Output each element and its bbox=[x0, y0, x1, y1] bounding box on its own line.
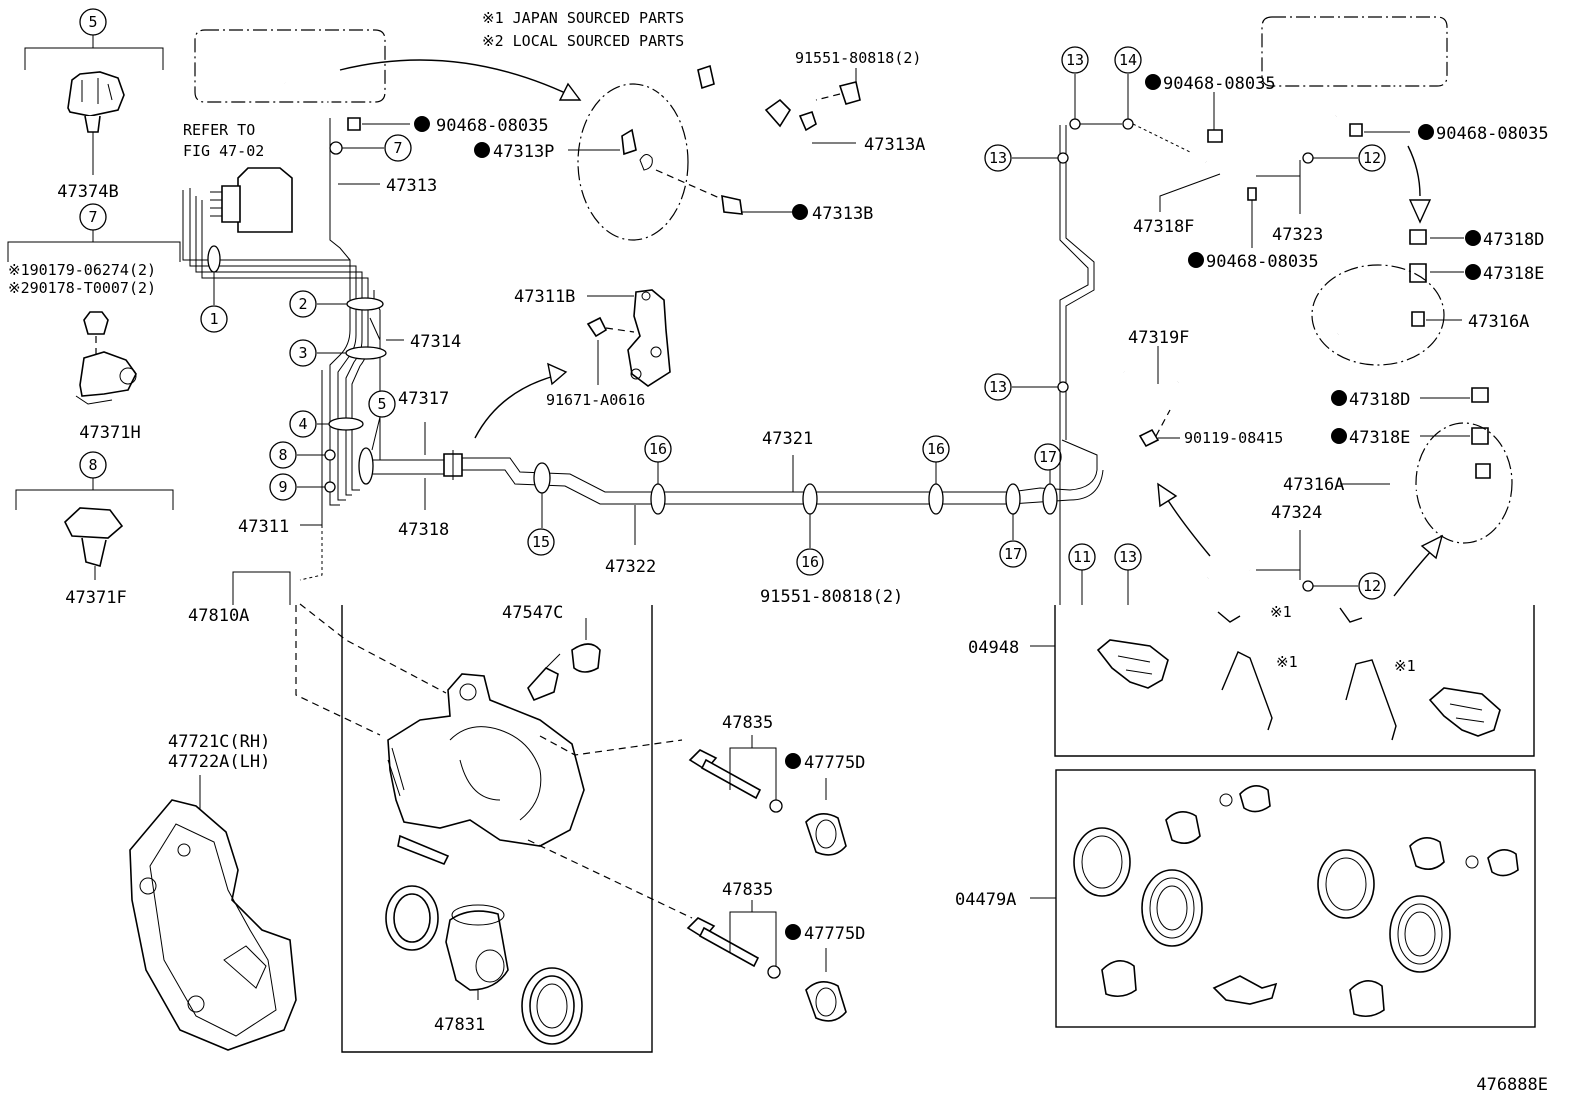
label-90468-a: 90468-08035 bbox=[436, 116, 549, 136]
svg-text:17: 17 bbox=[1039, 448, 1057, 466]
label-47318D-a: 47318D bbox=[1483, 230, 1544, 250]
abs-actuator bbox=[182, 167, 293, 252]
svg-text:12: 12 bbox=[1363, 577, 1381, 595]
slide-pin-lower bbox=[686, 917, 847, 1022]
svg-text:11: 11 bbox=[1073, 548, 1091, 566]
svg-text:5: 5 bbox=[377, 395, 386, 413]
svg-text:2: 2 bbox=[298, 295, 307, 313]
label-47318E-b: 47318E bbox=[1349, 428, 1410, 448]
pad-clip-right bbox=[1428, 687, 1501, 737]
svg-text:13: 13 bbox=[1119, 548, 1137, 566]
svg-text:16: 16 bbox=[801, 553, 819, 571]
label-47547C: 47547C bbox=[502, 603, 563, 623]
label-47721C: 47721C(RH) bbox=[168, 732, 270, 752]
hose-47318F bbox=[1205, 160, 1254, 178]
label-91551-bot: 91551-80818(2) bbox=[760, 587, 903, 607]
bracket-47311B bbox=[586, 289, 671, 387]
piston-seal-ring bbox=[385, 885, 439, 951]
svg-text:13: 13 bbox=[989, 149, 1007, 167]
mark-1-a: ※1 bbox=[1270, 603, 1292, 621]
label-290178: ※290178-T0007(2) bbox=[8, 279, 156, 297]
label-47316A-b: 47316A bbox=[1283, 475, 1344, 495]
refer-line-2: FIG 47-02 bbox=[183, 142, 264, 160]
label-47318E-a: 47318E bbox=[1483, 264, 1544, 284]
label-190179: ※190179-06274(2) bbox=[8, 261, 156, 279]
label-47313P: 47313P bbox=[493, 142, 554, 162]
svg-text:7: 7 bbox=[88, 208, 97, 226]
svg-text:7: 7 bbox=[393, 139, 402, 157]
diagram-id: 476888E bbox=[1476, 1075, 1548, 1095]
label-47316A-a: 47316A bbox=[1468, 312, 1529, 332]
label-47371H: 47371H bbox=[79, 423, 140, 443]
label-47314: 47314 bbox=[410, 332, 461, 352]
label-47831: 47831 bbox=[434, 1015, 485, 1035]
label-04479A: 04479A bbox=[955, 890, 1016, 910]
label-47722A: 47722A(LH) bbox=[168, 752, 270, 772]
svg-text:17: 17 bbox=[1004, 545, 1022, 563]
label-47313B: 47313B bbox=[812, 204, 873, 224]
clip-group-11: 5 47374B bbox=[24, 8, 164, 202]
pad-clip-left bbox=[1096, 639, 1169, 689]
label-47318F: 47318F bbox=[1133, 217, 1194, 237]
seal-kit-parts bbox=[1073, 785, 1519, 1018]
svg-text:3: 3 bbox=[298, 344, 307, 362]
svg-text:14: 14 bbox=[1119, 51, 1137, 69]
note-local-sourced: ※2 LOCAL SOURCED PARTS bbox=[482, 32, 684, 50]
label-90468-c: 90468-08035 bbox=[1206, 252, 1319, 272]
label-47322: 47322 bbox=[605, 557, 656, 577]
svg-text:9: 9 bbox=[278, 478, 287, 496]
label-91671: 91671-A0616 bbox=[546, 391, 645, 409]
label-47317: 47317 bbox=[398, 389, 449, 409]
svg-text:8: 8 bbox=[278, 446, 287, 464]
label-47324: 47324 bbox=[1271, 503, 1322, 523]
label-47775D-b: 47775D bbox=[804, 924, 865, 944]
clip-group-12: 7 ※190179-06274(2) ※290178-T0007(2) 4737… bbox=[7, 203, 181, 443]
hose-47313A bbox=[621, 64, 861, 215]
clip-group-13: 8 47371F bbox=[15, 451, 174, 608]
label-47311B: 47311B bbox=[514, 287, 575, 307]
svg-text:4: 4 bbox=[298, 415, 307, 433]
piston-47831 bbox=[445, 904, 509, 991]
label-47318: 47318 bbox=[398, 520, 449, 540]
svg-text:15: 15 bbox=[532, 533, 550, 551]
label-47323: 47323 bbox=[1272, 225, 1323, 245]
svg-text:5: 5 bbox=[88, 13, 97, 31]
label-47835-a: 47835 bbox=[722, 713, 773, 733]
label-47311: 47311 bbox=[238, 517, 289, 537]
bleeder-47547C bbox=[527, 618, 601, 702]
svg-text:16: 16 bbox=[927, 440, 945, 458]
note-japan-sourced: ※1 JAPAN SOURCED PARTS bbox=[482, 9, 684, 27]
svg-text:8: 8 bbox=[88, 456, 97, 474]
refer-line-1: REFER TO bbox=[183, 121, 255, 139]
label-47313: 47313 bbox=[386, 176, 437, 196]
svg-text:16: 16 bbox=[649, 440, 667, 458]
hose-47319F bbox=[1122, 371, 1180, 448]
label-47319F: 47319F bbox=[1128, 328, 1189, 348]
caliper-mounting-bracket bbox=[129, 799, 297, 1051]
label-47321: 47321 bbox=[762, 429, 813, 449]
label-90119: 90119-08415 bbox=[1184, 429, 1283, 447]
label-91551-top: 91551-80818(2) bbox=[795, 49, 921, 67]
label-04948: 04948 bbox=[968, 638, 1019, 658]
label-47374B: 47374B bbox=[57, 182, 118, 202]
label-47835-b: 47835 bbox=[722, 880, 773, 900]
label-47775D-a: 47775D bbox=[804, 753, 865, 773]
svg-text:12: 12 bbox=[1363, 149, 1381, 167]
label-47318D-b: 47318D bbox=[1349, 390, 1410, 410]
label-47313A: 47313A bbox=[864, 135, 925, 155]
caliper-body bbox=[387, 673, 585, 866]
label-90468-b: 90468-08035 bbox=[1163, 74, 1276, 94]
piston-boot bbox=[521, 967, 583, 1045]
label-47371F: 47371F bbox=[65, 588, 126, 608]
svg-text:13: 13 bbox=[989, 378, 1007, 396]
svg-text:1: 1 bbox=[209, 310, 218, 328]
label-90468-d: 90468-08035 bbox=[1436, 124, 1549, 144]
label-47810A: 47810A bbox=[188, 606, 249, 626]
mark-1-c: ※1 bbox=[1394, 657, 1416, 675]
mark-1-b: ※1 bbox=[1276, 653, 1298, 671]
svg-text:13: 13 bbox=[1066, 51, 1084, 69]
